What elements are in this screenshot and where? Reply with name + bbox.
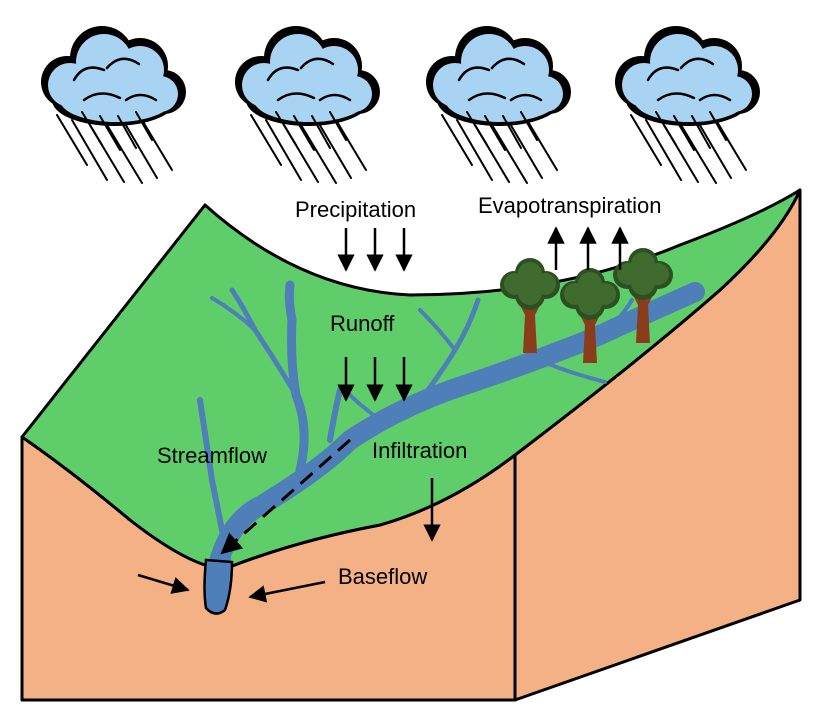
precipitation-label: Precipitation xyxy=(295,197,416,222)
rain-cloud-icon xyxy=(613,24,762,185)
baseflow-arrows xyxy=(137,573,326,603)
streamflow-label: Streamflow xyxy=(157,443,267,468)
precipitation-arrows xyxy=(337,228,413,272)
rain-cloud-icon xyxy=(424,24,573,185)
rain-cloud-icon xyxy=(233,24,382,185)
baseflow-label: Baseflow xyxy=(338,564,427,589)
evapotranspiration-arrows xyxy=(547,226,629,270)
rain-cloud-icon xyxy=(39,24,188,185)
stream-outlet xyxy=(203,558,234,615)
evapotranspiration-label: Evapotranspiration xyxy=(478,193,661,218)
runoff-label: Runoff xyxy=(330,311,395,336)
runoff-arrows xyxy=(337,357,413,402)
streamflow-arrow xyxy=(220,438,351,555)
infiltration-label: Infiltration xyxy=(372,438,467,463)
